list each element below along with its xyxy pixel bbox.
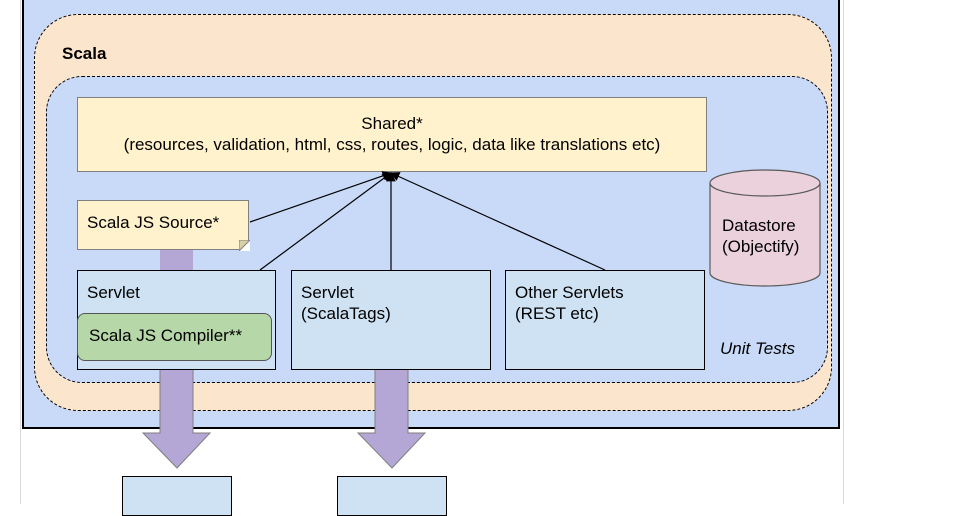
scala-js-source-box: Scala JS Source*: [77, 200, 249, 250]
other-servlets-line1: Other Servlets: [515, 283, 624, 302]
page-edge: [20, 0, 844, 504]
unit-tests-label: Unit Tests: [720, 339, 795, 358]
shared-box: Shared* (resources, validation, html, cs…: [77, 97, 707, 172]
compiler-output-arrow: [141, 368, 212, 469]
servlet-label: Servlet: [87, 283, 140, 302]
servlet-scalatags-box: Servlet (ScalaTags): [291, 270, 491, 370]
scala-js-compiler-box: Scala JS Compiler**: [77, 313, 272, 361]
scalatags-output-arrow: [356, 368, 427, 469]
other-servlets-line2: (REST etc): [515, 304, 599, 323]
compiled-js-output-box: [122, 476, 232, 516]
scala-js-source-label: Scala JS Source*: [87, 213, 220, 232]
datastore-line1: Datastore: [722, 216, 796, 235]
shared-detail: (resources, validation, html, css, route…: [123, 135, 661, 154]
flow-arrows: [141, 248, 427, 469]
scala-region-label: Scala: [62, 44, 107, 63]
datastore-line2: (Objectify): [722, 237, 800, 256]
servlet-scalatags-line1: Servlet: [301, 283, 354, 302]
shared-title: Shared*: [361, 114, 423, 133]
scala-js-compiler-label: Scala JS Compiler**: [89, 326, 243, 345]
source-to-compiler-connector: [160, 248, 193, 272]
other-servlets-box: Other Servlets (REST etc): [505, 270, 705, 370]
html-output-box: [337, 476, 447, 516]
folded-corner-icon: [239, 240, 250, 251]
servlet-scalatags-line2: (ScalaTags): [301, 304, 391, 323]
datastore-label: Datastore (Objectify): [712, 215, 820, 257]
